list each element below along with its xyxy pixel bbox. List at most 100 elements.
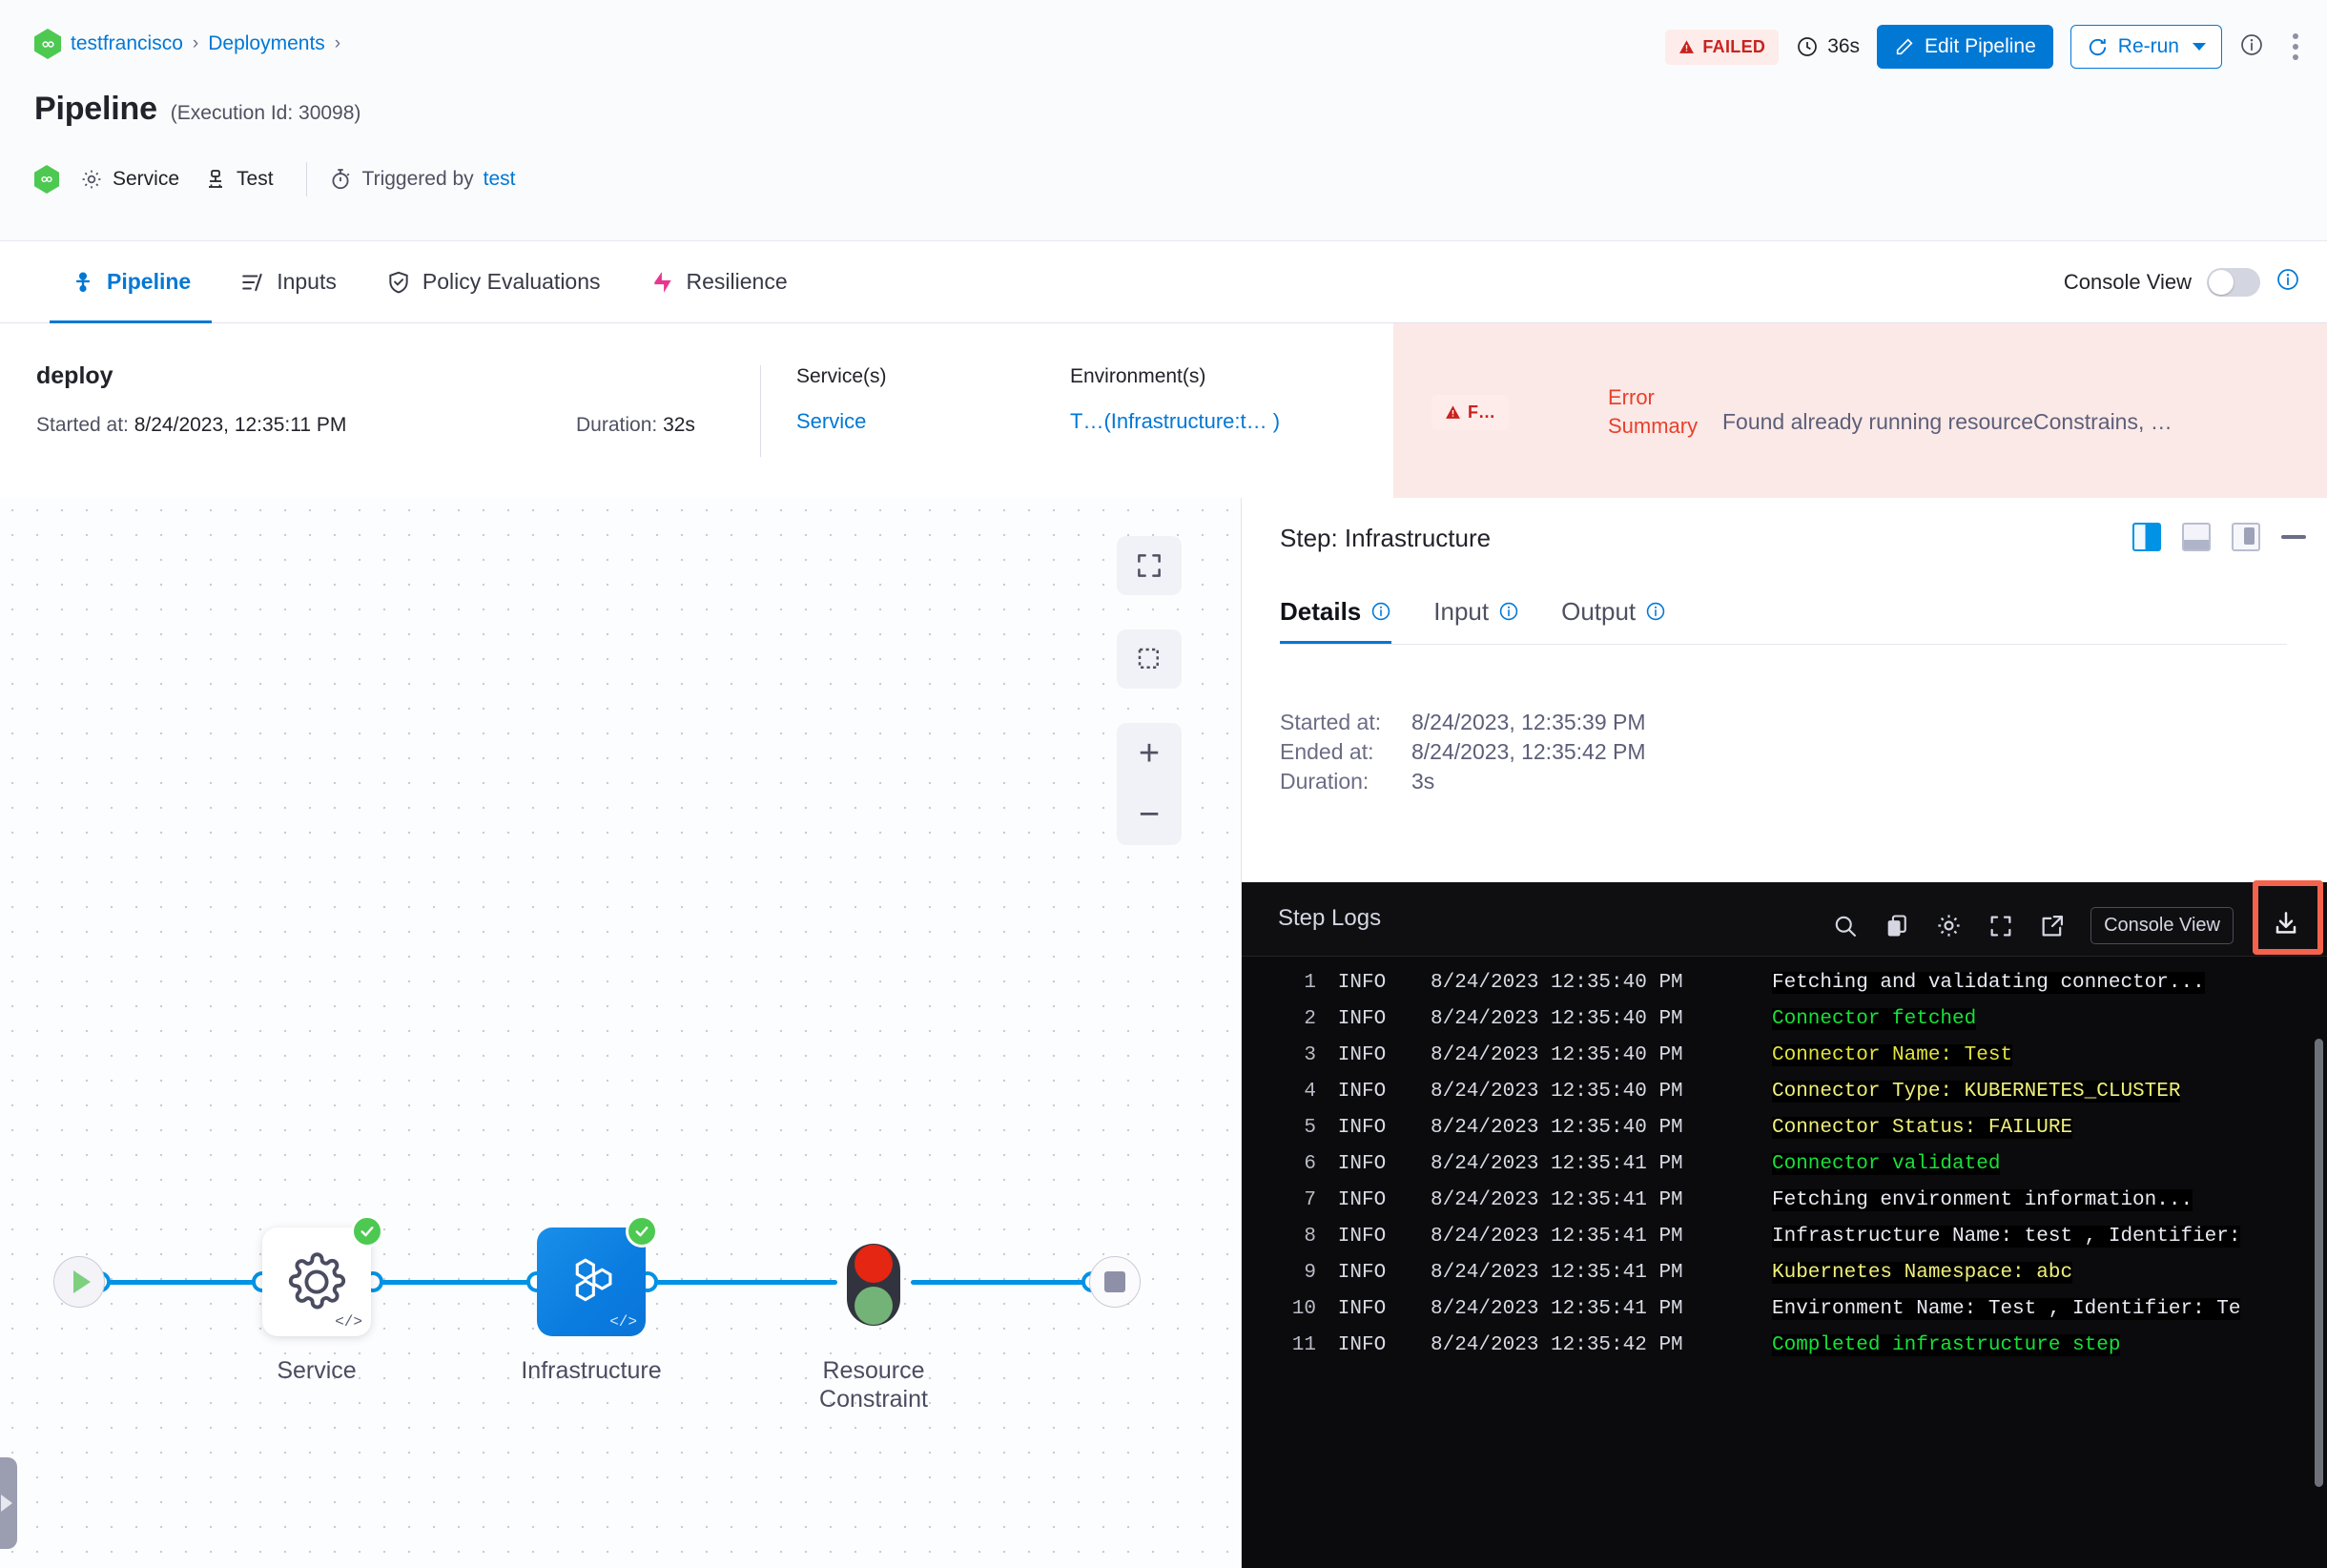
log-message: Infrastructure Name: test , Identifier:	[1772, 1225, 2241, 1248]
step-tab-output[interactable]: Output	[1561, 582, 1666, 645]
download-logs-button[interactable]	[2253, 880, 2323, 955]
tab-resilience[interactable]: Resilience	[629, 243, 809, 324]
refresh-icon	[2089, 38, 2106, 55]
status-badge-success-service	[351, 1215, 383, 1248]
layout-bottom-panel-icon[interactable]	[2182, 523, 2211, 551]
log-row: 9 INFO 8/24/2023 12:35:41 PM Kubernetes …	[1242, 1254, 2327, 1290]
gear-icon[interactable]	[1935, 912, 1963, 939]
log-timestamp: 8/24/2023 12:35:41 PM	[1431, 1261, 1683, 1284]
pipeline-graph-canvas[interactable]: </> Service </> Infrastructure Resource …	[0, 498, 1242, 1568]
graph-node-service[interactable]: </>	[262, 1215, 383, 1336]
console-view-info-icon[interactable]	[2276, 267, 2300, 297]
log-message: Fetching environment information...	[1772, 1188, 2193, 1211]
meta-service-label: Service	[113, 168, 180, 190]
edge-infrastructure-to-resource-constraint	[647, 1280, 837, 1285]
minimize-panel-icon[interactable]	[2281, 535, 2306, 539]
step-logs-body[interactable]: 1 INFO 8/24/2023 12:35:40 PM Fetching an…	[1242, 957, 2327, 1568]
chevron-down-icon[interactable]	[2193, 43, 2206, 51]
zoom-out-button[interactable]: −	[1138, 794, 1161, 835]
log-level: INFO	[1337, 1297, 1387, 1320]
log-level: INFO	[1337, 1225, 1387, 1248]
log-line-number: 8	[1304, 1225, 1316, 1248]
stage-environments-value[interactable]: T…(Infrastructure:t… )	[1070, 409, 1280, 434]
log-line-number: 9	[1304, 1261, 1316, 1284]
zoom-controls[interactable]: + −	[1117, 723, 1182, 845]
graph-node-infrastructure[interactable]: </>	[537, 1215, 658, 1336]
layout-floating-panel-icon[interactable]	[2232, 523, 2260, 551]
logs-console-view-button[interactable]: Console View	[2090, 907, 2234, 944]
step-tab-input[interactable]: Input	[1433, 582, 1519, 645]
step-logs-panel: Step Logs	[1242, 880, 2327, 1568]
breadcrumb-item-org[interactable]: testfrancisco	[71, 32, 183, 54]
tab-policy-evaluations[interactable]: Policy Evaluations	[365, 243, 622, 324]
breadcrumb-separator-icon: ›	[192, 33, 199, 53]
code-icon[interactable]: </>	[335, 1313, 362, 1331]
console-view-switch[interactable]	[2207, 267, 2260, 297]
log-row: 1 INFO 8/24/2023 12:35:40 PM Fetching an…	[1242, 964, 2327, 1001]
step-logs-tools: Console View	[1832, 880, 2323, 955]
tab-pipeline[interactable]: Pipeline	[50, 243, 213, 324]
tab-inputs[interactable]: Inputs	[219, 243, 358, 324]
collapse-drawer-handle[interactable]	[0, 1457, 17, 1549]
breadcrumb: testfrancisco › Deployments ›	[34, 29, 340, 59]
breadcrumb-item-deployments[interactable]: Deployments	[208, 32, 325, 54]
open-external-icon[interactable]	[2039, 913, 2066, 939]
fullscreen-icon	[1138, 554, 1161, 577]
rerun-info-icon[interactable]	[2239, 32, 2264, 62]
log-level: INFO	[1337, 971, 1387, 994]
info-icon[interactable]	[1498, 601, 1519, 622]
edge-start-to-service	[97, 1280, 288, 1285]
shield-check-icon	[389, 271, 408, 293]
step-tab-details[interactable]: Details	[1280, 582, 1392, 645]
resilience-icon	[653, 271, 671, 293]
edit-pipeline-button[interactable]: Edit Pipeline	[1877, 25, 2053, 69]
step-logs-title: Step Logs	[1278, 905, 1382, 931]
log-message: Completed infrastructure step	[1772, 1333, 2121, 1356]
zoom-in-button[interactable]: +	[1138, 733, 1161, 774]
step-panel-layout-controls	[2132, 523, 2306, 551]
selection-box-icon	[1138, 648, 1159, 669]
error-summary-text: Found already running resourceConstrains…	[1722, 409, 2173, 434]
meta-environment: Test	[204, 168, 274, 191]
meta-divider	[305, 162, 307, 196]
status-badge: FAILED	[1665, 29, 1780, 65]
info-icon[interactable]	[1645, 601, 1666, 622]
log-line-number: 4	[1304, 1080, 1316, 1103]
graph-start-node[interactable]	[53, 1256, 105, 1308]
detail-value-ended-at: 8/24/2023, 12:35:42 PM	[1411, 739, 1646, 764]
fit-to-screen-button[interactable]	[1117, 536, 1182, 595]
log-message: Kubernetes Namespace: abc	[1772, 1261, 2073, 1284]
log-scrollbar[interactable]	[2315, 1039, 2323, 1487]
search-icon[interactable]	[1832, 913, 1859, 939]
stage-duration: Duration: 32s	[576, 414, 695, 437]
code-icon[interactable]: </>	[609, 1313, 637, 1331]
traffic-light-green-icon	[855, 1287, 893, 1325]
stage-summary-band: deploy Started at: 8/24/2023, 12:35:11 P…	[0, 323, 2327, 498]
stage-started-label: Started at:	[36, 414, 129, 436]
log-row: 4 INFO 8/24/2023 12:35:40 PM Connector T…	[1242, 1073, 2327, 1109]
copy-icon[interactable]	[1884, 913, 1910, 939]
log-level: INFO	[1337, 1188, 1387, 1211]
traffic-light-red-icon	[855, 1245, 893, 1283]
detail-key-duration: Duration:	[1280, 769, 1369, 794]
check-icon	[635, 1227, 649, 1237]
execution-id: (Execution Id: 30098)	[170, 102, 361, 124]
fullscreen-icon[interactable]	[1987, 913, 2014, 939]
view-tab-bar: Pipeline Inputs Policy Evaluations Resil…	[0, 241, 2327, 324]
marquee-select-button[interactable]	[1117, 629, 1182, 689]
gear-icon	[82, 170, 101, 189]
layout-right-panel-icon[interactable]	[2132, 523, 2161, 551]
rerun-label: Re-run	[2117, 35, 2179, 57]
graph-node-resource-constraint[interactable]	[847, 1244, 900, 1326]
graph-end-node[interactable]	[1089, 1256, 1141, 1308]
log-row: 8 INFO 8/24/2023 12:35:41 PM Infrastruct…	[1242, 1218, 2327, 1254]
info-icon[interactable]	[1370, 601, 1391, 622]
log-line-number: 10	[1291, 1297, 1316, 1320]
log-timestamp: 8/24/2023 12:35:41 PM	[1431, 1188, 1683, 1211]
more-options-icon[interactable]	[2287, 28, 2304, 66]
triggered-by-user[interactable]: test	[483, 168, 516, 190]
edit-pipeline-label: Edit Pipeline	[1925, 35, 2036, 57]
view-tabs: Pipeline Inputs Policy Evaluations Resil…	[50, 241, 809, 324]
rerun-button[interactable]: Re-run	[2070, 25, 2222, 69]
stage-services-value[interactable]: Service	[796, 409, 867, 433]
